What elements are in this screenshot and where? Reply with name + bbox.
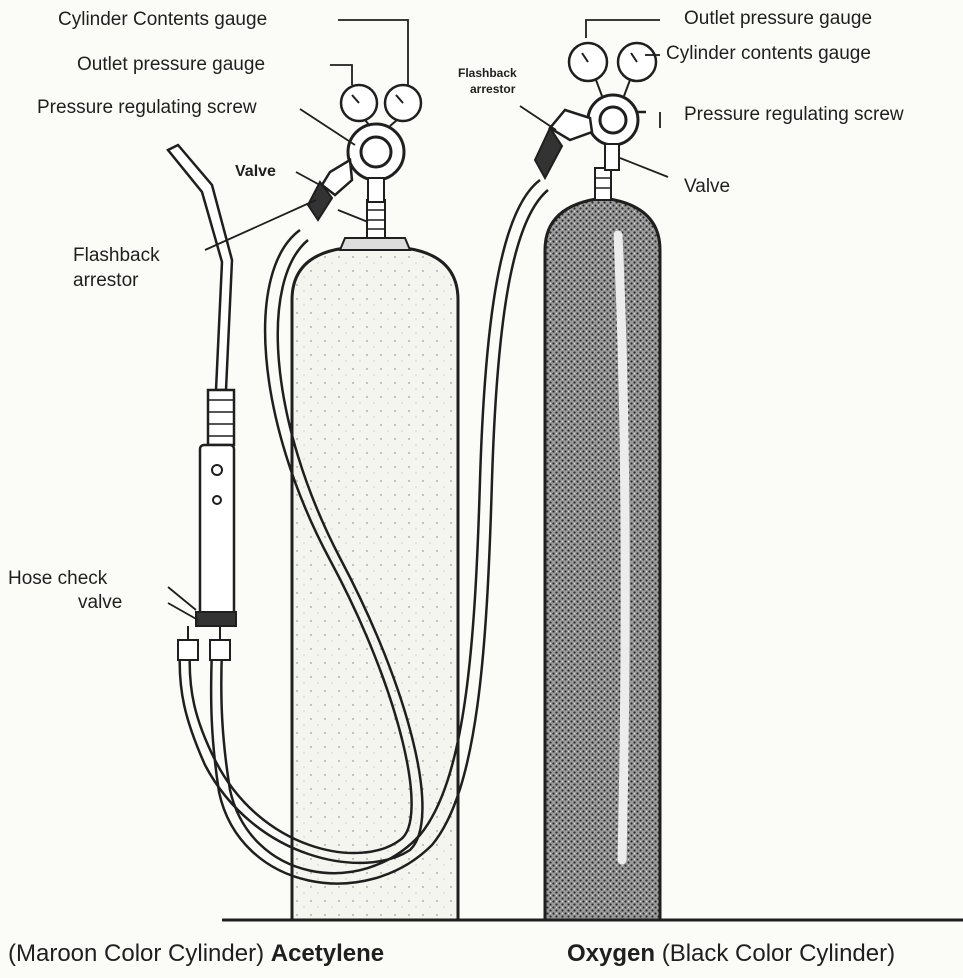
label-oxygen-valve: Valve	[684, 176, 730, 198]
label-oxygen-flashback-arrestor-line1: Flashback	[458, 66, 517, 80]
acetylene-cylinder	[292, 200, 458, 920]
caption-oxygen-suffix: (Black Color Cylinder)	[655, 940, 895, 967]
caption-oxygen: Oxygen (Black Color Cylinder)	[567, 940, 895, 968]
caption-acetylene-name: Acetylene	[271, 940, 384, 967]
label-oxygen-cylinder-contents-gauge: Cylinder contents gauge	[666, 43, 871, 65]
label-oxygen-outlet-pressure-gauge: Outlet pressure gauge	[684, 8, 872, 30]
label-acetylene-outlet-pressure-gauge: Outlet pressure gauge	[77, 54, 265, 76]
caption-acetylene-prefix: (Maroon Color Cylinder)	[8, 940, 271, 967]
oxygen-cylinder	[545, 168, 660, 920]
label-acetylene-pressure-regulating-screw: Pressure regulating screw	[37, 97, 257, 119]
acetylene-regulator	[308, 85, 421, 220]
oxygen-regulator	[535, 43, 656, 178]
label-acetylene-flashback-arrestor-line2: arrestor	[73, 270, 138, 292]
welding-torch	[168, 145, 236, 660]
label-acetylene-valve: Valve	[235, 161, 276, 183]
label-acetylene-cylinder-contents-gauge: Cylinder Contents gauge	[58, 9, 267, 31]
label-hose-check-valve-line1: Hose check	[8, 568, 107, 590]
label-oxygen-pressure-regulating-screw: Pressure regulating screw	[684, 104, 904, 126]
label-hose-check-valve-line2: valve	[78, 592, 122, 614]
caption-oxygen-name: Oxygen	[567, 940, 655, 967]
label-oxygen-flashback-arrestor-line2: arrestor	[470, 82, 515, 96]
caption-acetylene: (Maroon Color Cylinder) Acetylene	[8, 940, 384, 968]
label-acetylene-flashback-arrestor-line1: Flashback	[73, 245, 160, 267]
